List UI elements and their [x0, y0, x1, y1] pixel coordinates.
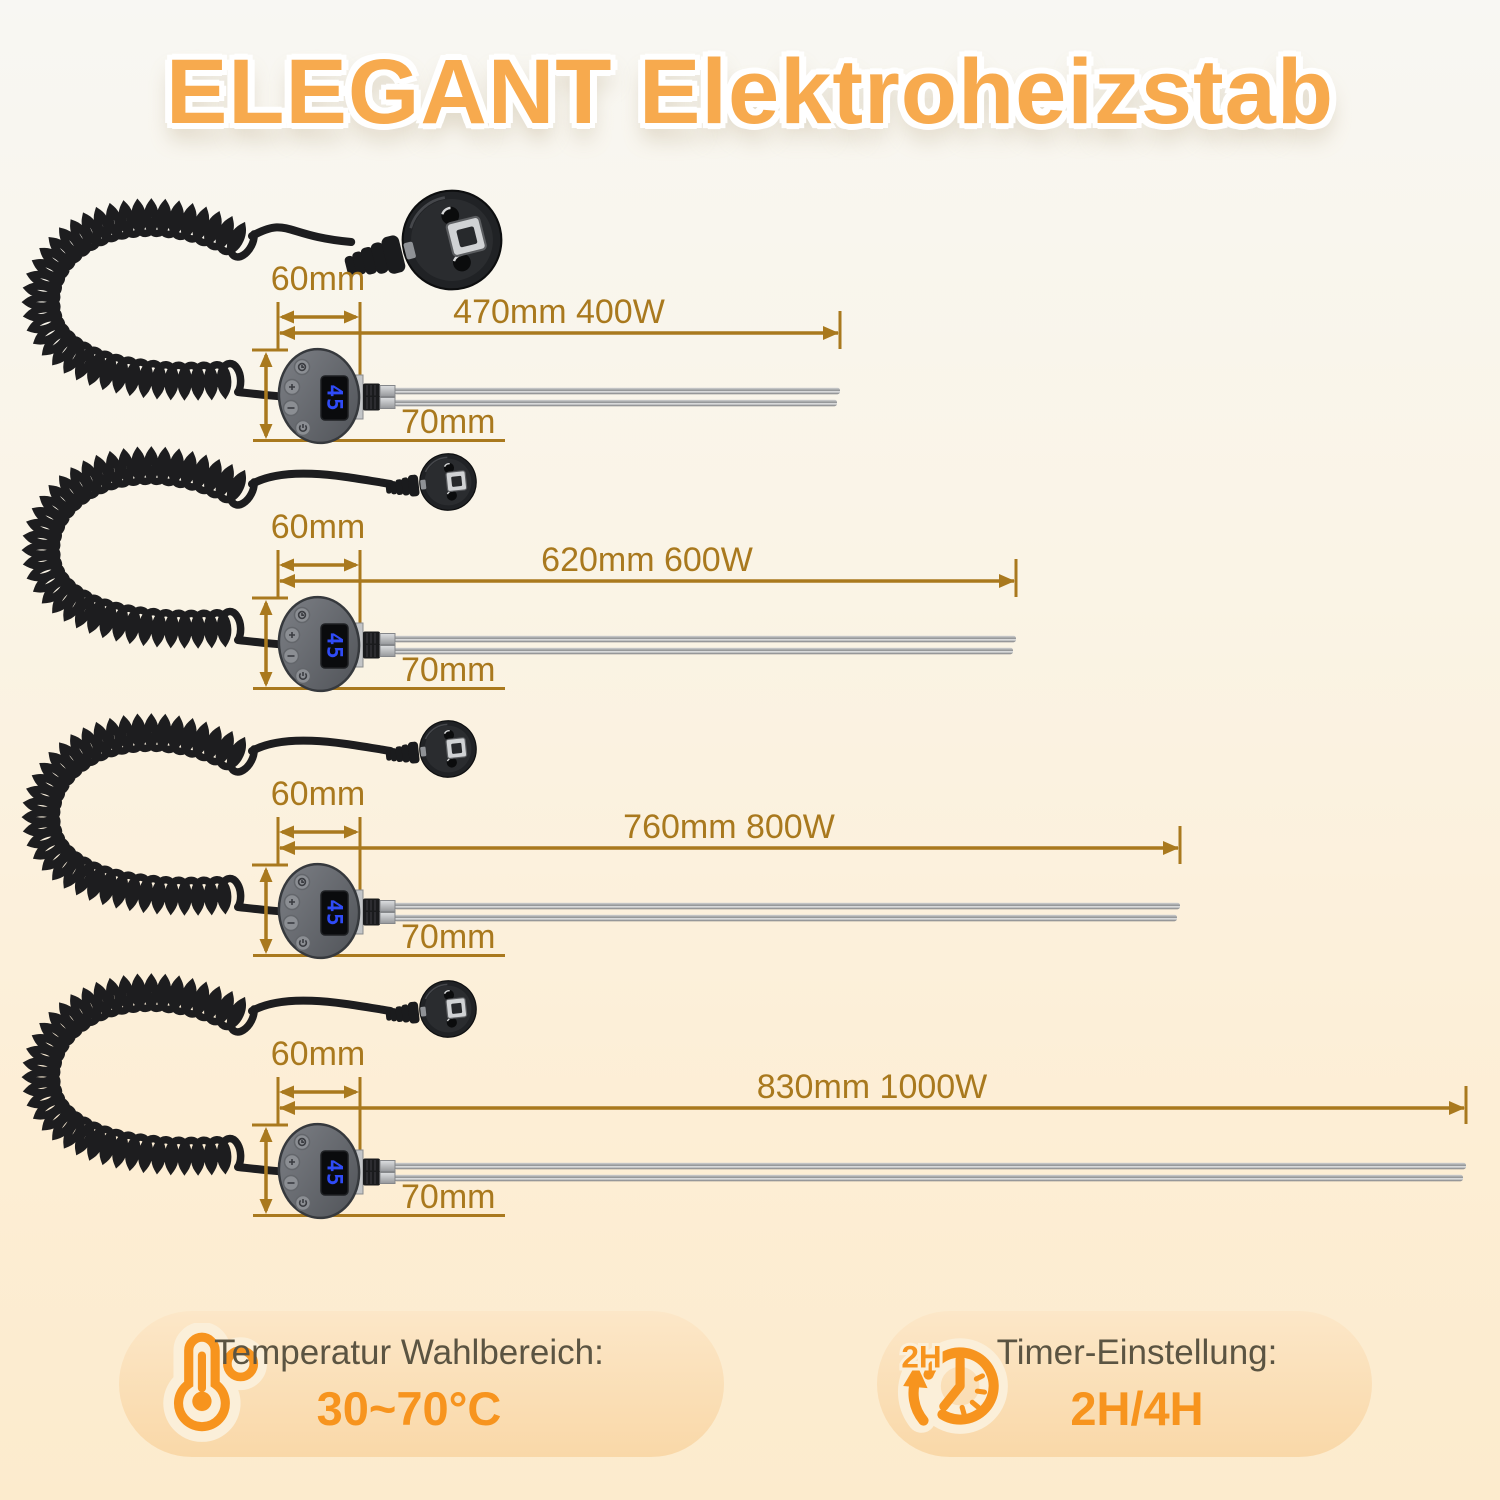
- display-value: 45: [323, 1159, 347, 1186]
- control-buttons: [282, 1133, 312, 1212]
- thermostat-body: [277, 595, 361, 693]
- plug-strain-relief: [385, 1009, 392, 1021]
- power-plug-icon: [385, 980, 477, 1038]
- plug-earth-clip: [420, 746, 427, 757]
- plug-pin-hole: [441, 206, 460, 225]
- plug-strain-relief: [385, 482, 392, 494]
- rod-fitting: [355, 622, 396, 668]
- timer-icon-text: 2H: [901, 1339, 941, 1375]
- feature-value: 30~70°C: [316, 1381, 502, 1435]
- cable-to-plug: [248, 469, 395, 488]
- feature-timer-setting: 2H Timer-Einstellung: 2H/4H: [877, 1311, 1372, 1457]
- timer-2h-icon: 2H: [897, 1336, 1008, 1434]
- thermostat-head: 45: [277, 862, 361, 960]
- plus-glyph: [289, 899, 295, 905]
- page-title: ELEGANT Elektroheizstab: [165, 41, 1335, 143]
- dim-length-label: 620mm 600W: [541, 541, 753, 579]
- dimension-annotations: 60mm 830mm 1000W 70mm: [252, 1035, 1468, 1217]
- feature-label: Temperatur Wahlbereich:: [214, 1332, 604, 1372]
- plug-pin-hole: [443, 729, 455, 741]
- dim-60mm-label: 60mm: [271, 1035, 365, 1073]
- dim-length-label: 470mm 400W: [453, 293, 665, 331]
- thermometer-icon: [163, 1323, 267, 1442]
- dimension-annotations: 60mm 620mm 600W 70mm: [252, 508, 1018, 690]
- display-value: 45: [323, 384, 347, 411]
- cable-to-plug: [248, 736, 395, 755]
- plug-pin-hole: [446, 757, 457, 768]
- feature-value: 2H/4H: [1070, 1381, 1204, 1435]
- heating-rod: [394, 914, 1177, 922]
- timer-glyph: [297, 877, 307, 887]
- plus-glyph: [289, 632, 295, 638]
- rod-fitting: [355, 1149, 396, 1195]
- feature-label: Timer-Einstellung:: [996, 1332, 1278, 1372]
- power-glyph: [298, 1199, 308, 1207]
- thermostat-body: [277, 862, 361, 960]
- heating-rod: [394, 902, 1180, 910]
- heating-rod: [394, 635, 1016, 643]
- heating-rod: [394, 647, 1013, 655]
- coiled-cable: [21, 446, 258, 649]
- power-glyph: [298, 939, 308, 947]
- power-plug-icon: [385, 720, 477, 778]
- heating-rod: [394, 399, 837, 407]
- heater-unit-2: 60mm 620mm 600W 70mm: [21, 446, 1018, 693]
- heater-unit-3: 60mm 760mm 800W 70mm: [21, 713, 1182, 960]
- thermostat-head: 45: [277, 347, 361, 445]
- timer-glyph: [297, 610, 307, 620]
- timer-glyph: [297, 362, 307, 372]
- dim-length-label: 760mm 800W: [623, 808, 835, 846]
- dim-70mm-label: 70mm: [401, 651, 495, 689]
- coiled-cable: [21, 973, 258, 1176]
- plug-earth-clip: [403, 241, 416, 260]
- plus-glyph: [289, 384, 295, 390]
- power-plug-icon: [344, 189, 503, 291]
- dim-length-label: 830mm 1000W: [757, 1068, 988, 1106]
- heater-unit-4: 60mm 830mm 1000W 70mm: [21, 973, 1468, 1220]
- clock-ticks: [959, 1373, 988, 1418]
- plug-earth-clip: [420, 1006, 427, 1017]
- thermostat-body: [277, 1122, 361, 1220]
- power-glyph: [298, 672, 308, 680]
- cable-to-plug: [248, 996, 395, 1015]
- plug-pin-hole: [452, 253, 471, 272]
- clock-hands: [939, 1355, 965, 1411]
- thermostat-head: 45: [277, 595, 361, 693]
- power-glyph: [298, 424, 308, 432]
- dim-60mm-label: 60mm: [271, 260, 365, 298]
- dimension-annotations: 60mm 760mm 800W 70mm: [252, 775, 1182, 957]
- dim-70mm-label: 70mm: [401, 403, 495, 441]
- coiled-cable: [21, 198, 258, 401]
- power-plug-icon: [385, 453, 477, 511]
- cable-to-plug: [248, 223, 356, 246]
- rod-fitting: [355, 374, 396, 420]
- dim-70mm-label: 70mm: [401, 918, 495, 956]
- feature-temperature-range: Temperatur Wahlbereich: 30~70°C: [119, 1311, 724, 1457]
- plus-glyph: [289, 1159, 295, 1165]
- led-display: [320, 1150, 349, 1196]
- plug-pin-hole: [443, 462, 455, 474]
- led-display: [320, 890, 349, 936]
- coiled-cable: [21, 713, 258, 916]
- display-value: 45: [323, 632, 347, 659]
- display-value: 45: [323, 899, 347, 926]
- plug-pin-hole: [446, 490, 457, 501]
- timer-glyph: [297, 1137, 307, 1147]
- plug-pin-hole: [446, 1017, 457, 1028]
- dim-70mm-label: 70mm: [401, 1178, 495, 1216]
- dim-60mm-label: 60mm: [271, 508, 365, 546]
- plug-earth-clip: [420, 479, 427, 490]
- led-display: [320, 623, 349, 669]
- plug-pin-hole: [443, 989, 455, 1001]
- dim-60mm-label: 60mm: [271, 775, 365, 813]
- heating-rod: [394, 387, 840, 395]
- dimension-annotations: 60mm 470mm 400W 70mm: [252, 260, 842, 442]
- heating-rod: [394, 1162, 1466, 1170]
- thermostat-head: 45: [277, 1122, 361, 1220]
- rod-fitting: [355, 889, 396, 935]
- plug-strain-relief: [385, 749, 392, 761]
- led-display: [320, 375, 349, 421]
- heater-unit-1: 60mm 470mm 400W 70mm: [21, 189, 842, 445]
- heating-rod: [394, 1174, 1463, 1182]
